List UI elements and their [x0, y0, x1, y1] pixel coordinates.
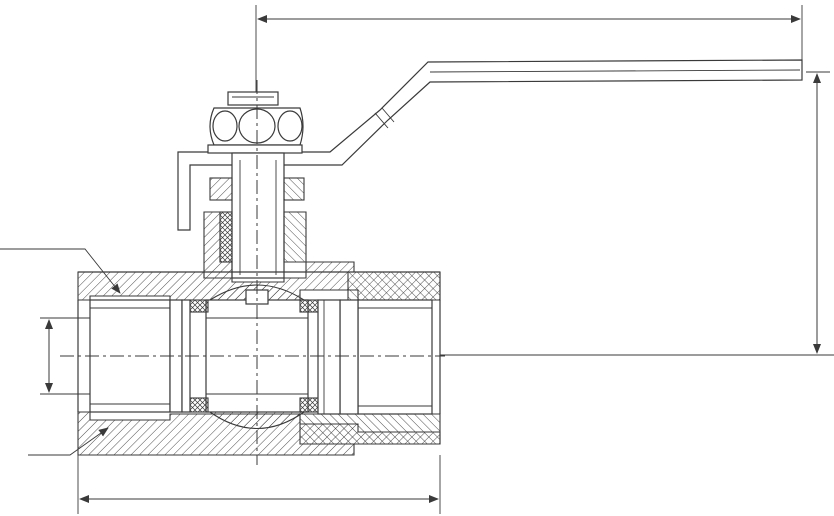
stem-nut	[207, 91, 304, 154]
packing-gland	[203, 211, 307, 279]
center-lines	[60, 80, 445, 465]
lever-handle	[177, 59, 803, 231]
valve-stem	[209, 152, 305, 279]
valve-body-lower	[77, 411, 441, 456]
height-dimension	[440, 71, 834, 356]
ball-seats	[181, 299, 341, 415]
top-dimension	[255, 5, 803, 100]
bottom-dimension	[77, 455, 441, 514]
